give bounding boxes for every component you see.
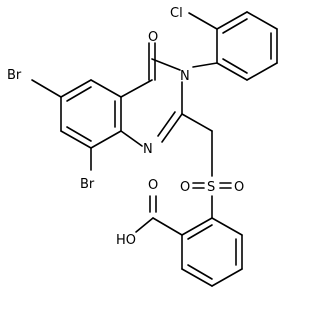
- bond: [66, 86, 92, 102]
- bond: [157, 111, 176, 137]
- bond: [211, 268, 243, 287]
- molecule-structure-diagram: Cl O Br N N Br O S O O HO: [7, 6, 278, 287]
- atom-label-cl: Cl: [170, 6, 183, 21]
- bond: [246, 62, 278, 81]
- atom-label-o-carbonyl: O: [148, 30, 158, 45]
- bond: [161, 113, 183, 143]
- atom-label-n3: N: [180, 69, 190, 84]
- bond: [216, 11, 248, 30]
- atom-label-s: S: [207, 180, 215, 195]
- bond: [222, 58, 248, 74]
- atom-label-o-sulfonyl-right: O: [234, 180, 244, 195]
- bond: [216, 62, 248, 81]
- molecule-structure-canvas: Cl O Br N N Br O S O O HO: [7, 6, 278, 287]
- bond: [187, 264, 213, 280]
- bond: [135, 217, 154, 233]
- bond: [181, 113, 213, 132]
- bond: [181, 217, 213, 236]
- bond: [120, 130, 143, 147]
- bond: [90, 79, 122, 98]
- bond: [120, 79, 153, 98]
- bond: [152, 217, 183, 236]
- atom-label-br-bottom: Br: [80, 177, 95, 192]
- bond: [181, 268, 213, 287]
- atom-label-oh: HO: [116, 233, 136, 248]
- bond: [90, 130, 122, 149]
- atom-label-o-acid: O: [148, 178, 158, 193]
- bond: [187, 224, 213, 240]
- bond: [192, 62, 218, 68]
- bond: [151, 58, 181, 71]
- bond: [66, 126, 92, 142]
- bond: [246, 11, 278, 30]
- atom-label-n1: N: [143, 142, 153, 157]
- bond: [188, 12, 218, 30]
- bond: [31, 79, 62, 98]
- bonds: [31, 11, 278, 287]
- atom-label-br-top: Br: [7, 68, 22, 83]
- bond: [222, 18, 248, 34]
- atom-label-o-sulfonyl-left: O: [180, 180, 190, 195]
- bond: [60, 130, 92, 149]
- bond: [211, 217, 243, 236]
- atom-labels: Cl O Br N N Br O S O O HO: [7, 6, 244, 248]
- bond: [60, 79, 92, 98]
